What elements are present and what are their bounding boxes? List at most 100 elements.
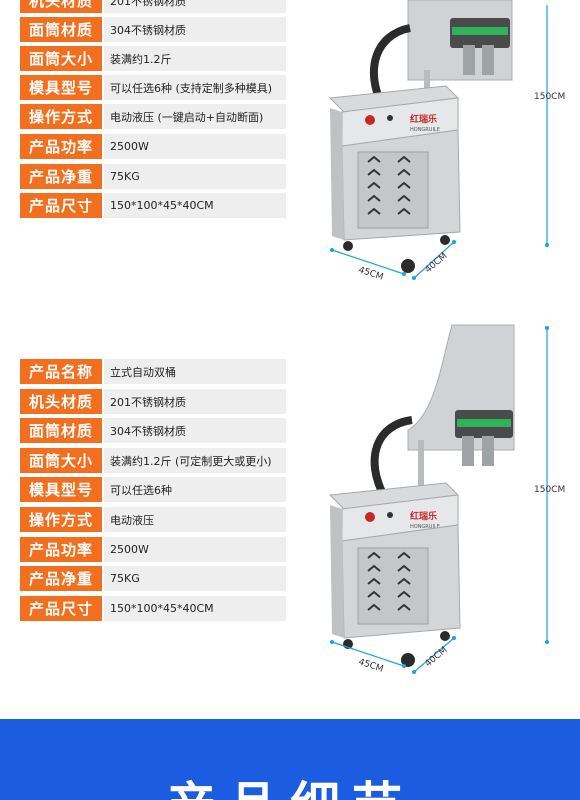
spec-label: 机头材质 bbox=[20, 0, 102, 13]
spec-value: 电动液压 (一键启动+自动断面) bbox=[104, 104, 286, 129]
spec-row: 产品功率 2500W bbox=[20, 134, 286, 159]
spec-label: 产品尺寸 bbox=[20, 596, 102, 621]
red-button bbox=[365, 512, 375, 522]
wheel bbox=[343, 241, 353, 251]
depth-dimension-line bbox=[413, 637, 455, 673]
dimension-dot bbox=[452, 240, 456, 244]
spec-value: 201不锈钢材质 bbox=[104, 0, 286, 13]
dimension-dot bbox=[545, 640, 549, 644]
spec-label: 产品名称 bbox=[20, 359, 102, 384]
black-knob bbox=[387, 115, 393, 121]
dimension-dot bbox=[402, 664, 406, 668]
press-cylinder bbox=[482, 45, 494, 75]
dimension-dot bbox=[402, 272, 406, 276]
spec-value: 装满约1.2斤 bbox=[104, 46, 286, 71]
dimension-dot bbox=[412, 670, 416, 674]
spec-row: 面筒材质 304不锈钢材质 bbox=[20, 418, 286, 443]
spec-row: 面筒大小 装满约1.2斤 (可定制更大或更小) bbox=[20, 448, 286, 473]
spec-value: 电动液压 bbox=[104, 507, 286, 532]
spec-label: 面筒大小 bbox=[20, 46, 102, 71]
spec-value: 2500W bbox=[104, 537, 286, 562]
spec-value: 304不锈钢材质 bbox=[104, 17, 286, 42]
spec-value: 75KG bbox=[104, 566, 286, 591]
cabinet-side bbox=[330, 505, 344, 638]
spec-row: 操作方式 电动液压 (一键启动+自动断面) bbox=[20, 104, 286, 129]
press-green-plate bbox=[457, 419, 511, 427]
depth-label: 40CM bbox=[424, 251, 450, 275]
dimension-dot bbox=[330, 248, 334, 252]
spec-label: 产品净重 bbox=[20, 164, 102, 189]
spec-label: 操作方式 bbox=[20, 104, 102, 129]
banner-title: 产品细节 bbox=[0, 781, 580, 800]
press-cylinder bbox=[463, 45, 475, 75]
spec-row: 机头材质 201不锈钢材质 bbox=[20, 0, 286, 13]
spec-row: 产品净重 75KG bbox=[20, 164, 286, 189]
press-cylinder bbox=[462, 436, 474, 466]
cabinet-side bbox=[330, 108, 344, 240]
spec-value: 2500W bbox=[104, 134, 286, 159]
spec-value: 150*100*45*40CM bbox=[104, 596, 286, 621]
spec-value: 可以任选6种 (支持定制多种模具) bbox=[104, 75, 286, 100]
spec-row: 产品净重 75KG bbox=[20, 566, 286, 591]
wheel bbox=[440, 235, 450, 245]
spec-label: 产品净重 bbox=[20, 566, 102, 591]
press-cylinder bbox=[482, 436, 494, 466]
dimension-dot bbox=[545, 326, 549, 330]
spec-label: 面筒材质 bbox=[20, 17, 102, 42]
wheel bbox=[401, 653, 415, 667]
width-label: 45CM bbox=[357, 657, 384, 674]
cabinet-vent-panel bbox=[357, 547, 429, 625]
spec-label: 模具型号 bbox=[20, 477, 102, 502]
machine-illustration-1: 红瑞乐 HONGRUILE 45CM 40CM 150CM bbox=[328, 0, 565, 283]
height-label: 150CM bbox=[534, 92, 565, 102]
spec-row: 操作方式 电动液压 bbox=[20, 507, 286, 532]
vent-chevrons bbox=[367, 155, 411, 215]
dimension-dot bbox=[412, 276, 416, 280]
detail-section-banner: 产品细节 bbox=[0, 719, 580, 800]
black-knob bbox=[387, 512, 393, 518]
spec-label: 操作方式 bbox=[20, 507, 102, 532]
spec-value: 装满约1.2斤 (可定制更大或更小) bbox=[104, 448, 286, 473]
dimension-dot bbox=[545, 243, 549, 247]
width-label: 45CM bbox=[357, 265, 384, 282]
press-green-plate bbox=[452, 27, 508, 35]
spec-row: 模具型号 可以任选6种 (支持定制多种模具) bbox=[20, 75, 286, 100]
spec-value: 立式自动双桶 bbox=[104, 359, 286, 384]
spec-value: 可以任选6种 bbox=[104, 477, 286, 502]
wheel bbox=[401, 259, 415, 273]
height-label: 150CM bbox=[534, 485, 565, 495]
spec-label: 机头材质 bbox=[20, 389, 102, 414]
width-dimension-line bbox=[331, 249, 405, 275]
spec-value: 150*100*45*40CM bbox=[104, 193, 286, 218]
brand-cn: 红瑞乐 bbox=[410, 510, 437, 522]
spec-row: 机头材质 201不锈钢材质 bbox=[20, 389, 286, 414]
wheel bbox=[440, 631, 450, 641]
machine-pole bbox=[418, 440, 424, 500]
machine-illustration-2: 红瑞乐 HONGRUILE 45CM 40CM 150CM bbox=[328, 324, 565, 675]
spec-row: 面筒材质 304不锈钢材质 bbox=[20, 17, 286, 42]
red-button bbox=[365, 115, 375, 125]
spec-row: 模具型号 可以任选6种 bbox=[20, 477, 286, 502]
depth-label: 40CM bbox=[424, 645, 450, 669]
spec-value: 201不锈钢材质 bbox=[104, 389, 286, 414]
spec-row: 产品尺寸 150*100*45*40CM bbox=[20, 596, 286, 621]
dimension-dot bbox=[330, 640, 334, 644]
cabinet-vent-panel bbox=[357, 151, 429, 229]
spec-label: 产品尺寸 bbox=[20, 193, 102, 218]
spec-value: 75KG bbox=[104, 164, 286, 189]
machine-hose bbox=[370, 416, 413, 498]
depth-dimension-line bbox=[413, 241, 455, 279]
width-dimension-line bbox=[331, 641, 405, 667]
brand-en: HONGRUILE bbox=[410, 127, 440, 133]
spec-label: 产品功率 bbox=[20, 537, 102, 562]
spec-label: 产品功率 bbox=[20, 134, 102, 159]
brand-cn: 红瑞乐 bbox=[410, 113, 437, 125]
spec-row: 产品名称 立式自动双桶 bbox=[20, 359, 286, 384]
spec-label: 面筒大小 bbox=[20, 448, 102, 473]
dimension-dot bbox=[452, 636, 456, 640]
vent-chevrons bbox=[367, 551, 411, 611]
spec-label: 模具型号 bbox=[20, 75, 102, 100]
spec-label: 面筒材质 bbox=[20, 418, 102, 443]
spec-row: 产品尺寸 150*100*45*40CM bbox=[20, 193, 286, 218]
brand-en: HONGRUILE bbox=[410, 524, 440, 530]
